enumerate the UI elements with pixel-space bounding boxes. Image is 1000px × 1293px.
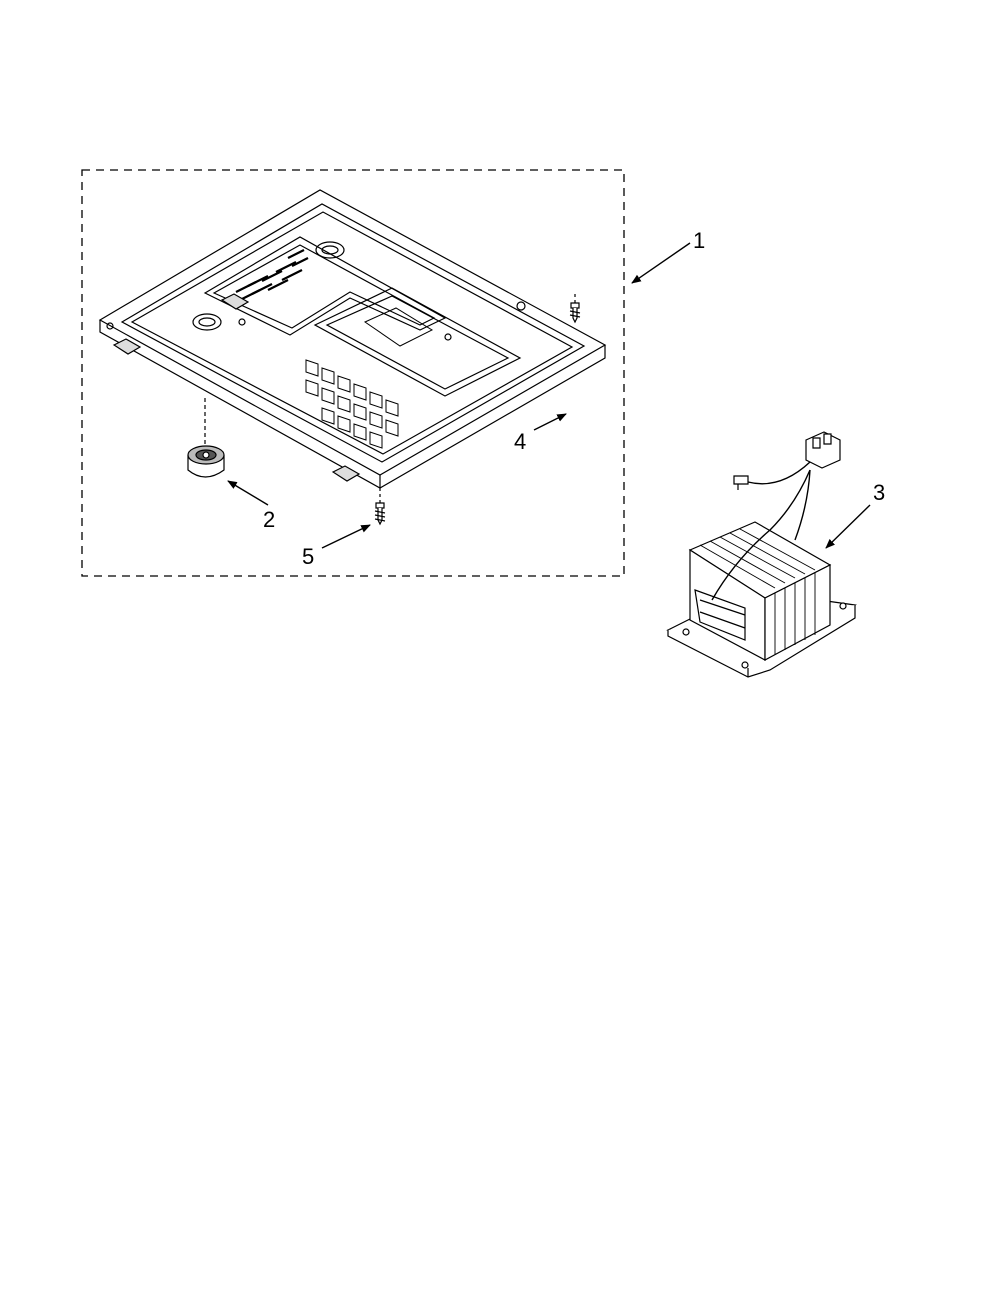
callout-arrow-1: [631, 243, 690, 283]
callout-label-1: 1: [693, 228, 706, 253]
callout-arrow-5: [322, 525, 371, 548]
callout-label-2: 2: [263, 507, 276, 532]
base-plate-assembly-icon: [100, 190, 605, 488]
callout-label-5: 5: [302, 544, 315, 569]
callout-arrow-3: [825, 505, 870, 549]
transformer-icon: [668, 432, 855, 677]
foot-icon: [188, 446, 224, 477]
screw-icon: [570, 303, 580, 322]
callout-arrows: [227, 243, 870, 549]
assembly-boundary: [82, 170, 624, 576]
callout-label-4: 4: [514, 429, 527, 454]
callout-arrow-4: [534, 414, 567, 430]
callout-label-3: 3: [873, 480, 886, 505]
callout-arrow-2: [227, 481, 268, 505]
screw-icon: [375, 488, 385, 524]
